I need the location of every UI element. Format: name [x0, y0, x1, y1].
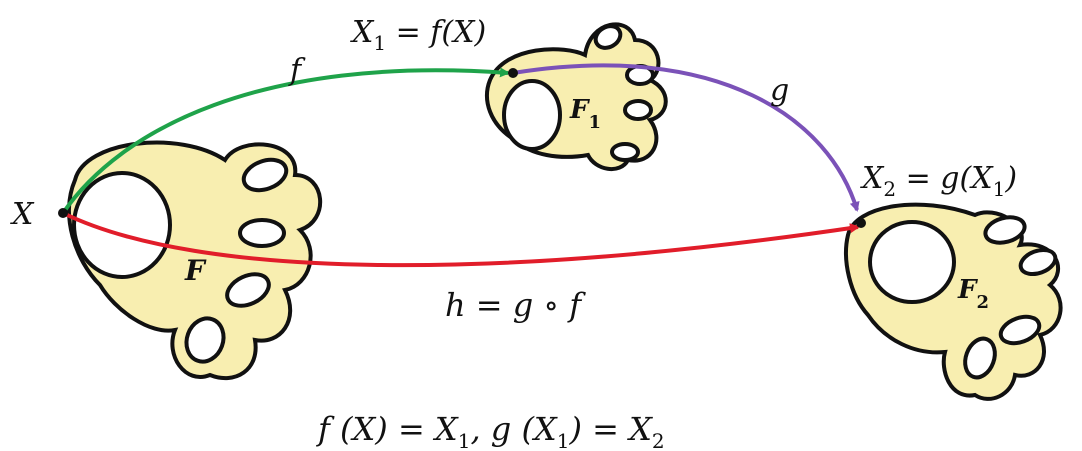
shape-f1-hole: [504, 81, 560, 149]
composition-equation: f (X) = X1, g (X1) = X2: [316, 410, 665, 451]
arrow-g-label: g: [770, 73, 789, 108]
point-x-dot: [58, 208, 68, 218]
shape-f2-hole: [870, 222, 954, 302]
shape-f1-lobe-3: [625, 101, 651, 119]
point-x-label: X: [10, 197, 35, 232]
arrow-h-label: h = g ∘ f: [445, 286, 586, 324]
shape-f-lobe-2: [240, 220, 284, 246]
point-x1-label: X1 = f(X): [350, 15, 486, 55]
shape-f2: [846, 205, 1061, 399]
shape-f-label: F: [184, 254, 207, 287]
shape-f2-body: [846, 205, 1061, 399]
point-x2-dot: [856, 218, 866, 228]
point-x2-label: X2 = g(X1): [860, 161, 1017, 201]
shape-f1-lobe-4: [612, 144, 638, 160]
point-x1-dot: [508, 68, 518, 78]
